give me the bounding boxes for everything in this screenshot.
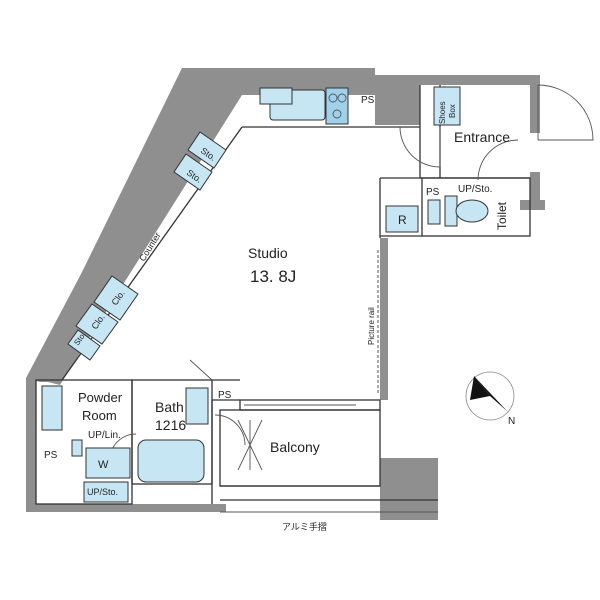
studio-label: Studio: [248, 245, 288, 261]
washer-space: [85, 447, 131, 479]
toilet-bowl: [455, 199, 489, 223]
clo-closet-2: [75, 303, 119, 345]
railing-label: アルミ手摺: [282, 521, 327, 532]
door-swings: [109, 84, 594, 471]
top-wall: [375, 75, 420, 125]
compass-north-label: N: [508, 416, 515, 427]
washer-label: W: [98, 459, 109, 471]
powder-room-label-line2: Room: [82, 408, 117, 423]
southeast-wall-block: [380, 458, 438, 520]
room-labels: Studio 13. 8J Entrance Toilet Balcony Ba…: [78, 129, 510, 455]
bath-size-label: 1216: [155, 417, 186, 433]
kitchen-counter: [259, 87, 293, 105]
shoes-box: [433, 86, 461, 126]
ps-label-toilet: PS: [426, 187, 440, 198]
toilet-label: Toilet: [495, 201, 509, 230]
interior-lines: [35, 85, 531, 513]
up-sto-cabinet: [83, 481, 129, 503]
refrigerator-label: R: [398, 213, 407, 227]
refrigerator-space: [385, 205, 419, 233]
entrance-right-wall: [530, 75, 540, 133]
up-lin-label: UP/Lin.: [88, 430, 121, 441]
up-sto-label-powder: UP/Sto.: [87, 487, 118, 497]
compass: N: [465, 371, 515, 427]
entrance-label: Entrance: [454, 129, 510, 145]
toilet-tank: [444, 195, 458, 227]
clo-closet-1: [93, 275, 139, 321]
ps-label-kitchen: PS: [361, 95, 375, 106]
shoes-box-label-2: Box: [448, 104, 457, 118]
shoes-box-label-1: Shoes: [438, 101, 447, 124]
bath-label: Bath: [155, 399, 184, 415]
entrance-top-wall: [420, 75, 538, 85]
toilet-ps-box: [427, 199, 441, 225]
ps-label-bath: PS: [218, 390, 232, 401]
fixtures: [41, 86, 489, 503]
cooktop: [325, 87, 349, 125]
bath-floor: [185, 387, 209, 425]
ps-label-powder: PS: [44, 450, 58, 461]
picture-rail-label: Picture rail: [367, 307, 376, 345]
diagonal-wall: [34, 68, 375, 385]
storage-closet-3: [67, 329, 101, 361]
storage-closet-1: [187, 131, 227, 169]
diagonal-wall-outer: [26, 68, 242, 382]
burner-icon: [337, 93, 347, 103]
entrance-right-wall-lower: [530, 172, 540, 208]
vanity: [41, 385, 63, 431]
powder-room-label-line1: Powder: [78, 390, 123, 405]
studio-east-wall: [380, 238, 388, 400]
storage-closet-2: [173, 153, 213, 191]
compass-arrow-icon: [474, 376, 508, 412]
east-stub-wall: [520, 200, 545, 210]
south-wall: [26, 504, 226, 512]
bathtub: [137, 439, 205, 483]
west-wall: [26, 378, 36, 510]
burner-icon: [328, 93, 338, 103]
burner-icon: [332, 109, 342, 119]
up-lin-cabinet: [71, 439, 83, 457]
up-sto-label-toilet: UP/Sto.: [458, 184, 492, 195]
balcony-label: Balcony: [270, 439, 320, 455]
exterior-walls: [26, 68, 545, 520]
studio-size-label: 13. 8J: [250, 267, 296, 286]
